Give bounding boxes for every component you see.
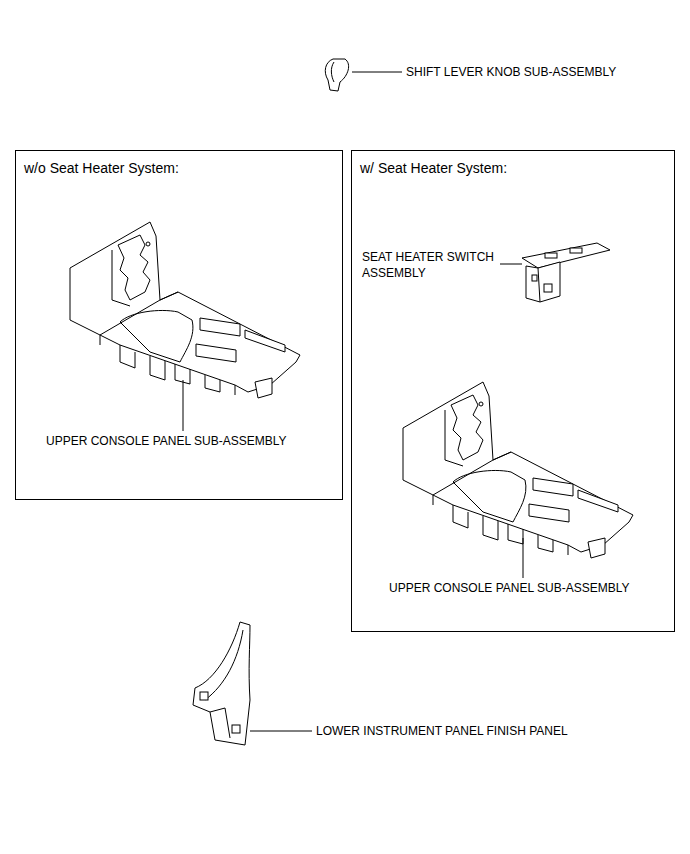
part-name: SHIFT LEVER KNOB SUB-ASSEMBLY: [404, 64, 618, 80]
upper-console-panel-drawing: [403, 382, 633, 578]
shift-knob-drawing: [325, 59, 402, 91]
part-name: LOWER INSTRUMENT PANEL FINISH PANEL: [314, 723, 570, 739]
box-heading: w/o Seat Heater System:: [16, 151, 179, 176]
part-name: SEAT HEATER SWITCH ASSEMBLY: [360, 249, 500, 281]
part-name: UPPER CONSOLE PANEL SUB-ASSEMBLY: [387, 580, 632, 596]
lower-finish-panel-drawing: [193, 622, 312, 745]
upper-console-panel-drawing: [70, 222, 300, 431]
box-heading: w/ Seat Heater System:: [352, 151, 507, 176]
seat-heater-switch-drawing: [494, 243, 610, 302]
variant-box: w/ Seat Heater System:: [351, 150, 675, 632]
part-name: UPPER CONSOLE PANEL SUB-ASSEMBLY: [44, 433, 289, 449]
